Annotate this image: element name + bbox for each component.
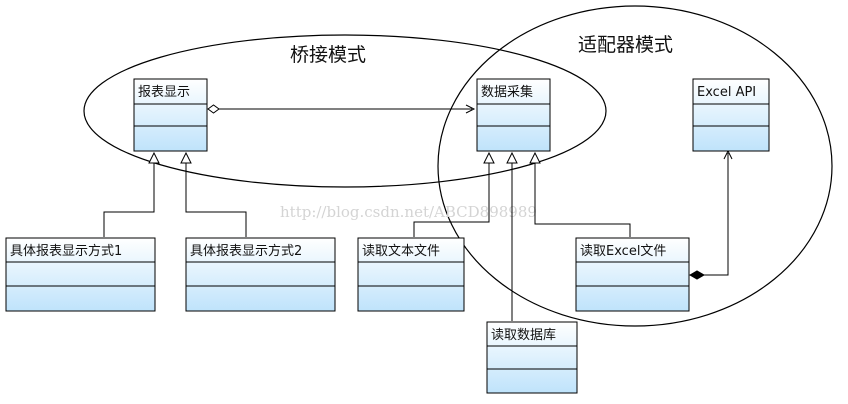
class-read-database[interactable]: 读取数据库 <box>486 321 578 394</box>
class-read-excel-file-name: 读取Excel文件 <box>580 244 666 259</box>
class-data-collect-name: 数据采集 <box>481 84 533 100</box>
class-report-display-name: 报表显示 <box>138 85 190 100</box>
class-excel-api[interactable]: Excel API <box>692 78 770 152</box>
class-read-text-file-name: 读取文本文件 <box>362 244 440 259</box>
class-read-database-name: 读取数据库 <box>491 327 556 343</box>
inherit-triangle-excel-file <box>529 151 541 164</box>
class-concrete-display-1-name: 具体报表显示方式1 <box>10 243 122 259</box>
bridge-pattern-region <box>83 34 607 188</box>
class-concrete-display-2-name: 具体报表显示方式2 <box>190 243 302 259</box>
adapter-pattern-title: 适配器模式 <box>578 34 673 56</box>
aggregation-diamond <box>207 104 220 114</box>
inherit-line-text-file <box>413 163 490 237</box>
inherit-triangle-database <box>506 151 518 164</box>
class-report-display[interactable]: 报表显示 <box>133 78 208 152</box>
inherit-line-excel-file <box>534 163 631 237</box>
watermark-text: http://blog.csdn.net/ABCD898989 <box>280 203 537 221</box>
adapter-pattern-region <box>437 5 833 327</box>
class-read-text-file[interactable]: 读取文本文件 <box>357 237 465 312</box>
class-read-excel-file[interactable]: 读取Excel文件 <box>575 237 690 312</box>
aggregation-arrowhead <box>465 104 476 114</box>
class-concrete-display-2[interactable]: 具体报表显示方式2 <box>185 237 336 312</box>
inherit-triangle-display-2 <box>180 151 192 164</box>
bridge-pattern-title: 桥接模式 <box>290 44 366 66</box>
composition-diamond <box>688 270 706 280</box>
inherit-triangle-display-1 <box>148 151 160 164</box>
class-data-collect[interactable]: 数据采集 <box>476 78 551 152</box>
inherit-line-display-2 <box>185 163 247 237</box>
inherit-triangle-text-file <box>483 151 495 164</box>
class-concrete-display-1[interactable]: 具体报表显示方式1 <box>5 237 156 312</box>
composition-line <box>704 153 729 276</box>
class-excel-api-name: Excel API <box>697 85 756 100</box>
inherit-line-display-1 <box>103 163 155 237</box>
